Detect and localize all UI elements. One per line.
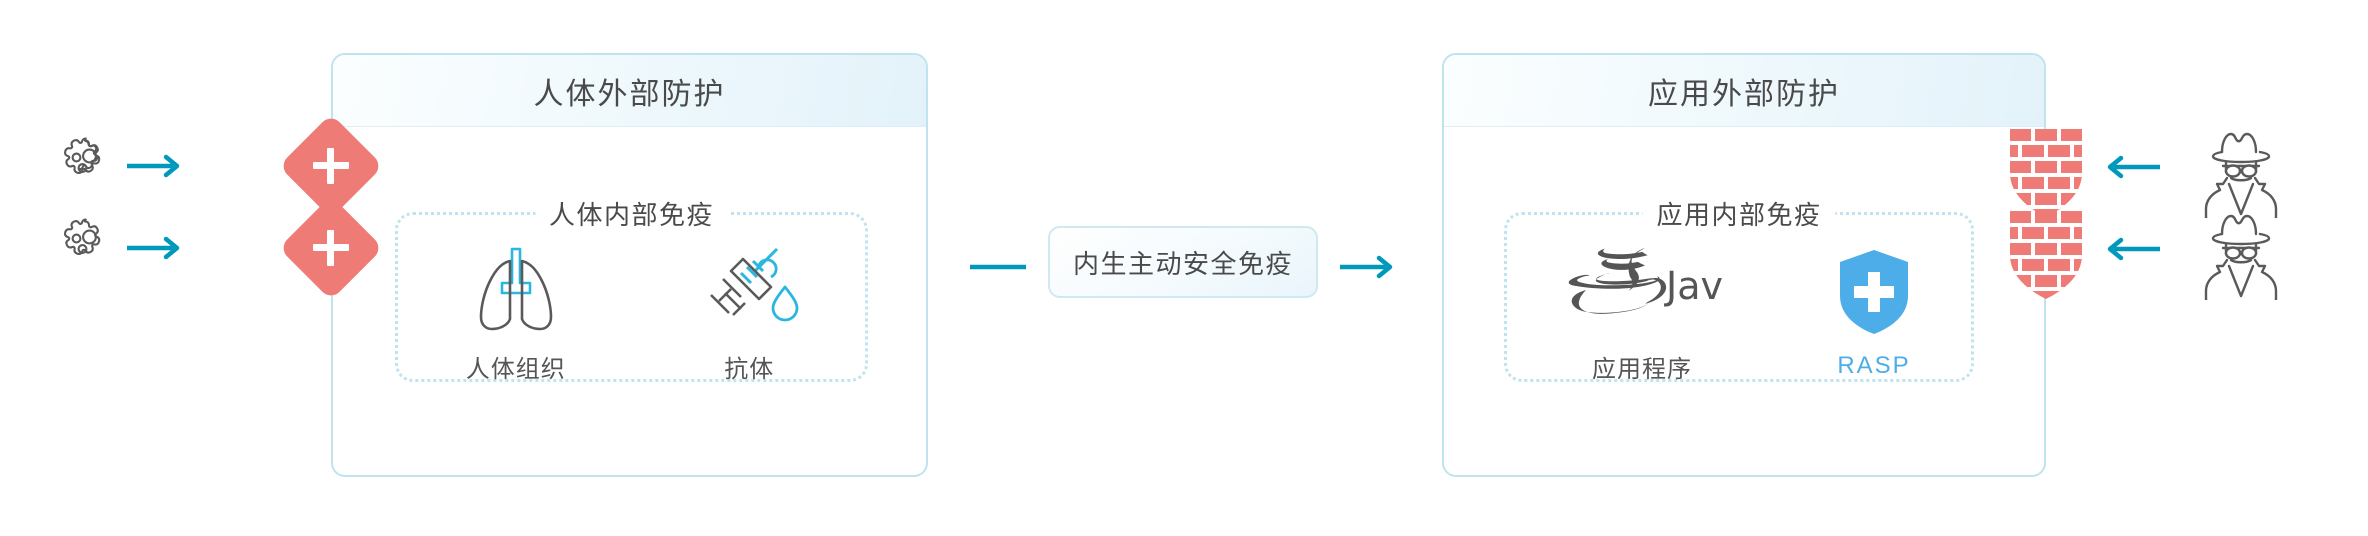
center-label: 内生主动安全免疫: [1072, 249, 1293, 280]
right-inner-title: 应用内部免疫: [1642, 195, 1836, 232]
list-item-label: RASP: [1837, 352, 1911, 379]
java-logo-icon: Java: [1562, 243, 1722, 335]
svg-text:Java: Java: [1664, 264, 1722, 308]
list-item-label: 人体组织: [465, 354, 566, 383]
syringe-icon: [697, 243, 801, 335]
left-panel: 人体外部防护 人体内部免疫 人体组织: [331, 53, 928, 477]
right-panel: 应用外部防护 应用内部免疫: [1442, 53, 2046, 477]
right-panel-title: 应用外部防护: [1648, 76, 1840, 112]
virus-icon: [52, 133, 118, 199]
list-item: 抗体: [697, 243, 801, 384]
line-icon: [968, 257, 1028, 277]
hacker-icon: [2197, 208, 2285, 300]
virus-icon: [52, 214, 118, 280]
list-item-label: 应用程序: [1592, 354, 1692, 383]
right-inner-box: 应用内部免疫: [1504, 195, 1974, 384]
hacker-icon: [2197, 126, 2285, 218]
center-label-chip: 内生主动安全免疫: [1048, 226, 1318, 298]
lungs-icon: [462, 243, 570, 335]
firewall-brick-shield-icon: [2008, 127, 2084, 219]
page-title: 人体外部防护: [533, 76, 726, 112]
arrow-right-icon: [125, 228, 185, 268]
list-item: RASP: [1832, 246, 1916, 380]
arrow-right-icon: [125, 146, 185, 186]
firewall-brick-shield-icon: [2008, 209, 2084, 301]
list-item-label: 抗体: [724, 354, 775, 383]
arrow-right-icon: [1338, 247, 1400, 287]
shield-plus-icon: [1832, 246, 1916, 338]
arrow-left-icon: [2100, 229, 2162, 269]
left-inner-title: 人体内部免疫: [534, 195, 729, 232]
arrow-left-icon: [2100, 147, 2162, 187]
list-item: 人体组织: [462, 243, 570, 384]
left-panel-header: 人体外部防护: [333, 55, 926, 127]
left-inner-box: 人体内部免疫 人体组织: [395, 195, 868, 384]
list-item: Java 应用程序: [1562, 243, 1722, 384]
right-panel-header: 应用外部防护: [1444, 55, 2044, 127]
